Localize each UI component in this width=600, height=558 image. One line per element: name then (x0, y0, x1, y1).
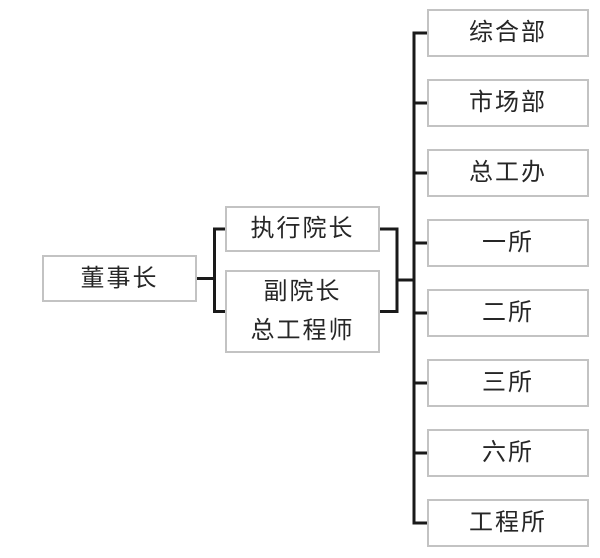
org-node-institute-3: 三所 (427, 359, 589, 407)
org-node-vice-dean-chief-engineer: 副院长 总工程师 (225, 270, 380, 353)
org-node-engineering-institute: 工程所 (427, 499, 589, 547)
org-node-chairman: 董事长 (42, 255, 197, 302)
org-node-market-dept: 市场部 (427, 79, 589, 127)
org-node-institute-2-label: 二所 (482, 299, 534, 327)
org-node-executive-dean-label: 执行院长 (250, 215, 355, 243)
org-node-institute-2: 二所 (427, 289, 589, 337)
org-node-institute-6: 六所 (427, 429, 589, 477)
org-node-institute-1-label: 一所 (482, 229, 534, 257)
org-node-institute-6-label: 六所 (482, 439, 534, 467)
org-node-vice-dean-label: 副院长 (263, 278, 342, 305)
org-node-engineering-institute-label: 工程所 (469, 509, 547, 537)
org-node-chief-engineer-office-label: 总工办 (469, 159, 547, 187)
org-node-general-dept-label: 综合部 (469, 19, 547, 47)
org-node-chief-engineer-office: 总工办 (427, 149, 589, 197)
org-node-executive-dean: 执行院长 (225, 206, 380, 252)
org-node-market-dept-label: 市场部 (469, 89, 547, 117)
org-node-institute-3-label: 三所 (482, 369, 534, 397)
org-node-general-dept: 综合部 (427, 9, 589, 57)
org-node-institute-1: 一所 (427, 219, 589, 267)
org-node-chief-engineer-label: 总工程师 (250, 317, 355, 344)
org-node-chairman-label: 董事长 (80, 264, 159, 292)
